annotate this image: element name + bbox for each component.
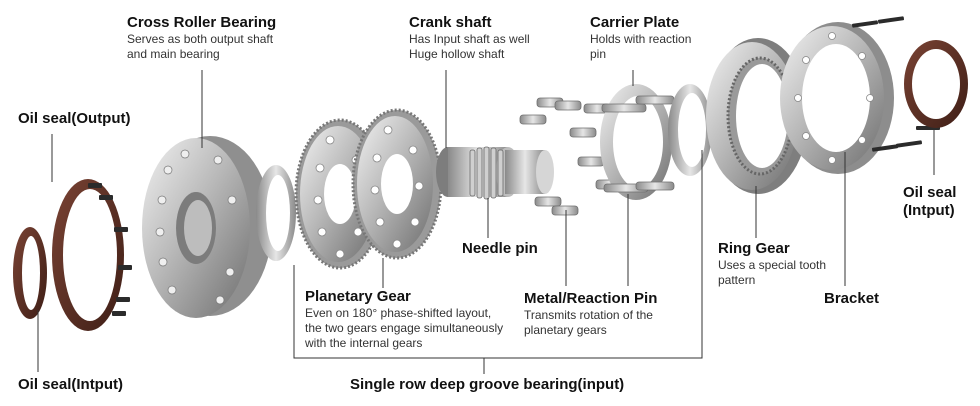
crank-shaft-desc-1: Has Input shaft as well <box>409 32 530 46</box>
ring-gear-desc-1: Uses a special tooth <box>718 258 827 272</box>
carrier-plate-desc-1: Holds with reaction <box>590 32 692 46</box>
bracket-title: Bracket <box>824 290 880 307</box>
cross-roller-bearing-part <box>142 136 272 318</box>
bracket-part <box>780 22 894 174</box>
planetary-gear-part-2 <box>351 108 443 260</box>
oil-seal-input-right-title-1: Oil seal <box>903 184 957 201</box>
planetary-gear-desc-1: Even on 180° phase-shifted layout, <box>305 306 492 320</box>
carrier-plate-desc-2: pin <box>590 47 607 61</box>
oil-seal-input-right-title-2: (Intput) <box>903 202 955 219</box>
crank-shaft-title: Crank shaft <box>409 14 492 31</box>
ring-gear-label: Ring Gear Uses a special tooth pattern <box>718 240 826 288</box>
ring-gear-desc-2: pattern <box>718 273 756 287</box>
oil-seal-input-left-title: Oil seal(Intput) <box>18 376 123 393</box>
cross-roller-bearing-desc-2: and main bearing <box>127 47 220 61</box>
oil-seal-input-right-part <box>904 40 968 128</box>
metal-reaction-pin-desc-1: Transmits rotation of the <box>524 308 653 322</box>
cross-roller-bearing-label: Cross Roller Bearing Serves as both outp… <box>127 14 276 62</box>
needle-pin-label: Needle pin <box>462 240 538 258</box>
crank-shaft-desc-2: Huge hollow shaft <box>409 47 505 61</box>
leader-lines <box>37 70 935 374</box>
deep-groove-bearing-label: Single row deep groove bearing(input) <box>350 376 624 394</box>
oil-seal-output-part <box>52 179 124 331</box>
input-bearing-ring-part <box>668 84 712 176</box>
bracket-label: Bracket <box>824 290 879 308</box>
oil-seal-input-left-part <box>13 227 47 319</box>
ring-gear-title: Ring Gear <box>718 240 790 257</box>
oil-seal-output-title: Oil seal(Output) <box>18 110 131 127</box>
carrier-plate-title: Carrier Plate <box>590 14 680 31</box>
needle-pin-title: Needle pin <box>462 240 538 257</box>
deep-groove-bearing-title: Single row deep groove bearing(input) <box>350 376 625 393</box>
metal-reaction-pin-label: Metal/Reaction Pin Transmits rotation of… <box>524 290 657 338</box>
planetary-gear-desc-3: with the internal gears <box>305 336 423 350</box>
deep-groove-bearing-part <box>256 165 296 261</box>
oil-seal-output-label: Oil seal(Output) <box>18 110 131 128</box>
cross-roller-bearing-desc-1: Serves as both output shaft <box>127 32 274 46</box>
cross-roller-bearing-title: Cross Roller Bearing <box>127 14 277 31</box>
planetary-gear-desc-2: the two gears engage simultaneously <box>305 321 504 335</box>
bolts-left <box>88 183 132 316</box>
carrier-plate-part <box>600 84 675 200</box>
oil-seal-input-left-label: Oil seal(Intput) <box>18 376 123 394</box>
metal-reaction-pin-desc-2: planetary gears <box>524 323 607 337</box>
planetary-gear-label: Planetary Gear Even on 180° phase-shifte… <box>305 288 503 351</box>
metal-reaction-pin-title: Metal/Reaction Pin <box>524 290 658 307</box>
carrier-plate-label: Carrier Plate Holds with reaction pin <box>590 14 691 62</box>
needle-pin-part <box>469 146 504 200</box>
oil-seal-input-right-label: Oil seal (Intput) <box>903 184 956 220</box>
crank-shaft-label: Crank shaft Has Input shaft as well Huge… <box>409 14 530 62</box>
planetary-gear-title: Planetary Gear <box>305 288 411 305</box>
